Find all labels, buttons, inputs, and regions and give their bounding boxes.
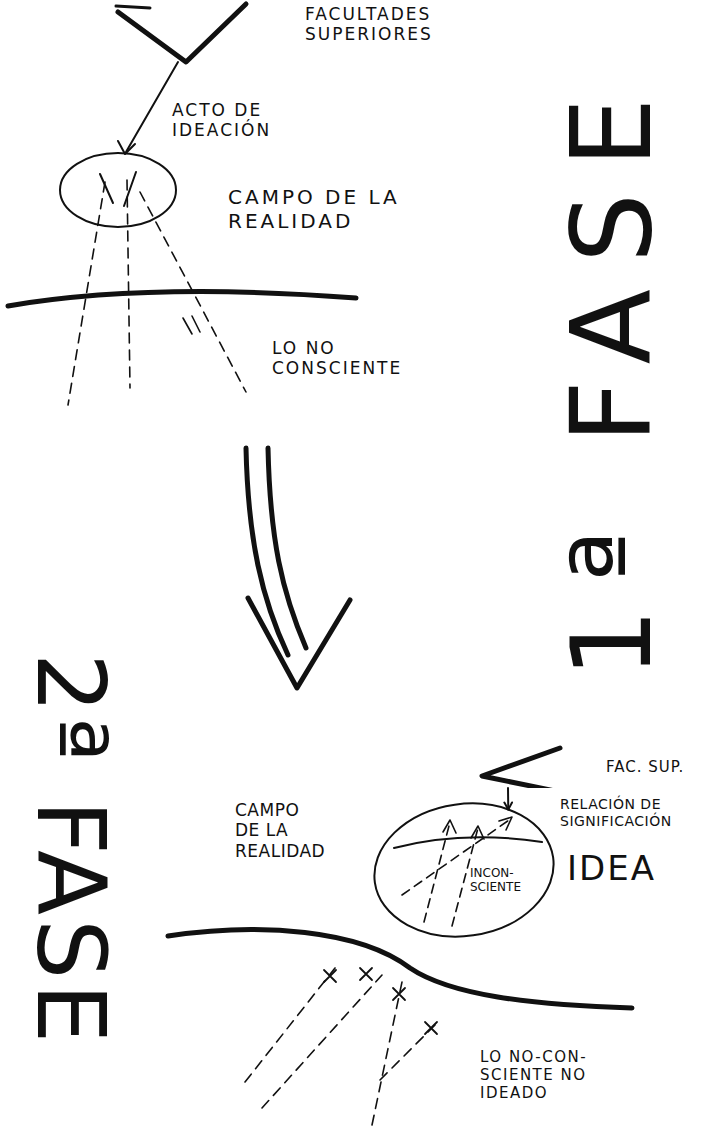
cross-mark — [324, 970, 336, 982]
faculties-node: FAC. SUP. — [478, 742, 698, 788]
dashed-ray — [424, 822, 450, 922]
cross-mark — [393, 988, 405, 1000]
threshold-inside-idea — [394, 837, 542, 848]
signification-connector — [504, 788, 512, 810]
faculties-triangle — [118, 4, 246, 62]
reality-ellipse — [60, 153, 176, 227]
dashed-ray — [127, 180, 130, 388]
phase-transition-arrowhead — [248, 598, 350, 688]
node-title: FAC. SUP. — [606, 758, 684, 776]
annotation: ACTO DE IDEACIÓN — [172, 100, 312, 141]
dashed-ray — [372, 982, 402, 1125]
faculties-triangle — [116, 6, 150, 8]
ray-arrowhead — [471, 826, 484, 839]
node-text: INCON- SCIENTE — [470, 866, 530, 895]
cross-mark — [425, 1022, 437, 1034]
dashed-ray — [245, 968, 335, 1082]
region-label: CAMPO DE LA REALIDAD — [228, 185, 458, 233]
consciousness-threshold — [8, 292, 356, 306]
ray-tick — [183, 316, 200, 334]
consciousness-threshold — [168, 930, 632, 1008]
dashed-ray — [262, 975, 382, 1108]
ideation-arrow — [126, 62, 178, 152]
faculties-node: FACULTADES SUPERIORES — [110, 0, 471, 70]
ray-arrowhead — [499, 817, 512, 830]
idea-ellipse — [372, 800, 562, 940]
region-label: CAMPO DE LA REALIDAD — [235, 800, 329, 861]
faculties-triangle — [482, 748, 560, 788]
connector-label: RELACIÓN DE SIGNIFICACIÓN — [560, 796, 720, 830]
region-label: LO NO CONSCIENTE — [272, 338, 432, 379]
node-title: FACULTADES SUPERIORES — [305, 4, 465, 45]
ellipse-stroke — [124, 172, 136, 206]
region-label: LO NO-CON- SCIENTE NO IDEADO — [480, 1048, 592, 1102]
phase-title: 2ª FASE — [23, 653, 118, 1048]
cross-mark — [360, 968, 372, 980]
ray-arrowhead — [443, 820, 456, 833]
phase-transition-arrow — [268, 448, 306, 648]
phase-title: 1ª FASE — [557, 72, 667, 679]
node-title: IDEA — [567, 848, 656, 889]
